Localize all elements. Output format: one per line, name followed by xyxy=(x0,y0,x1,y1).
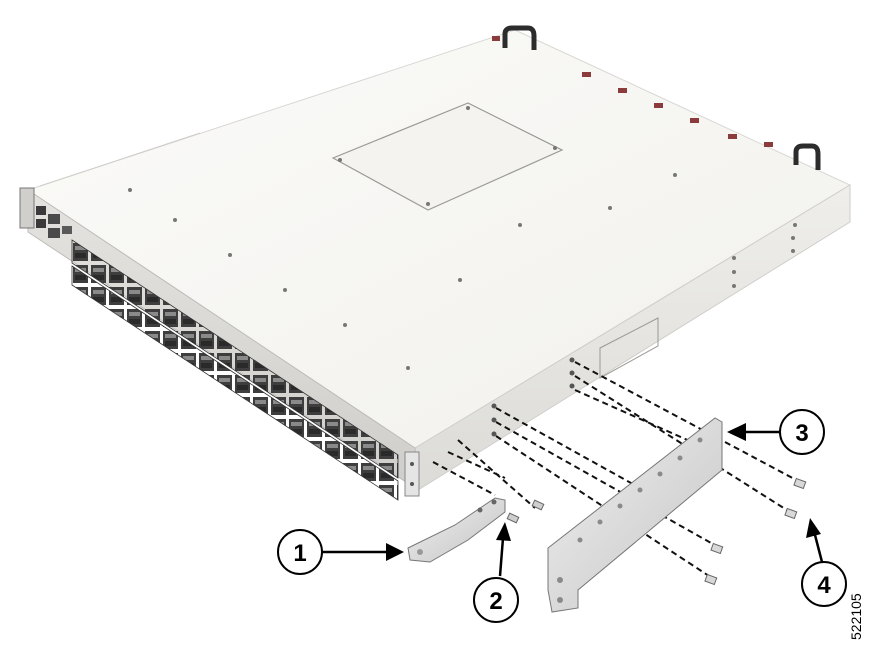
front-ear xyxy=(404,451,420,497)
callout-4: 4 xyxy=(801,518,847,607)
front-management-ports xyxy=(19,187,72,238)
front-bracket-screws xyxy=(506,499,545,524)
callout-1-circle xyxy=(277,529,323,575)
rear-bracket-screws xyxy=(704,477,807,586)
figure-id: 522105 xyxy=(848,593,864,640)
front-ear-screw xyxy=(410,462,414,466)
callout-1-label: 1 xyxy=(293,540,306,567)
front-mount-bracket xyxy=(407,497,506,563)
qsfp-port-array xyxy=(71,239,399,501)
callout-3: 3 xyxy=(727,409,825,455)
top-seam xyxy=(39,132,201,187)
top-access-plate xyxy=(331,102,564,211)
top-screws xyxy=(128,106,797,370)
callout-4-label: 4 xyxy=(817,572,831,599)
callout-4-circle xyxy=(801,561,847,607)
callout-3-circle xyxy=(779,409,825,455)
rear-psu-connectors xyxy=(492,36,773,147)
callout-2-label: 2 xyxy=(489,588,502,615)
callout-3-label: 3 xyxy=(795,420,808,447)
rear-mount-bracket xyxy=(547,417,723,613)
rear-handle-left xyxy=(502,25,537,50)
rear-handle-right xyxy=(793,143,821,170)
side-mount-holes xyxy=(491,357,575,437)
chassis-top-panel xyxy=(26,29,852,449)
front-ear-screw xyxy=(410,482,414,486)
callout-2: 2 xyxy=(473,522,519,623)
callout-1: 1 xyxy=(277,529,404,575)
callout-2-circle xyxy=(473,577,519,623)
side-label-recess xyxy=(599,317,659,379)
switch-chassis xyxy=(19,25,852,501)
